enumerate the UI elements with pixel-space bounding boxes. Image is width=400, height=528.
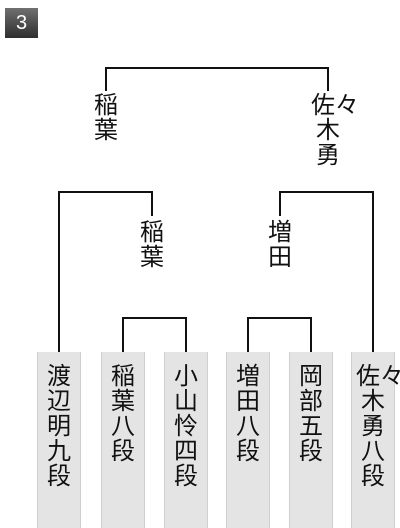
player-name: 岡部五段 [299,362,323,465]
player-name: 稲葉八段 [111,362,135,465]
player-name: 小山怜四段 [174,362,198,490]
player-cell: 佐々木勇八段 [351,352,400,528]
final-left-winner-label: 稲葉 [94,91,118,144]
final-right-winner-label: 佐々木勇 [311,91,359,169]
player-cell: 岡部五段 [289,352,333,528]
semi-left-winner-label: 稲葉 [140,218,164,271]
round-badge: 3 [5,8,38,38]
semi-right-winner-label: 増田 [268,218,292,271]
player-cell: 増田八段 [226,352,270,528]
player-cell: 稲葉八段 [101,352,145,528]
player-name: 渡辺明九段 [47,362,71,490]
player-cell: 小山怜四段 [164,352,208,528]
player-name: 佐々木勇八段 [356,362,400,490]
player-name: 増田八段 [236,362,260,465]
player-cell: 渡辺明九段 [37,352,81,528]
